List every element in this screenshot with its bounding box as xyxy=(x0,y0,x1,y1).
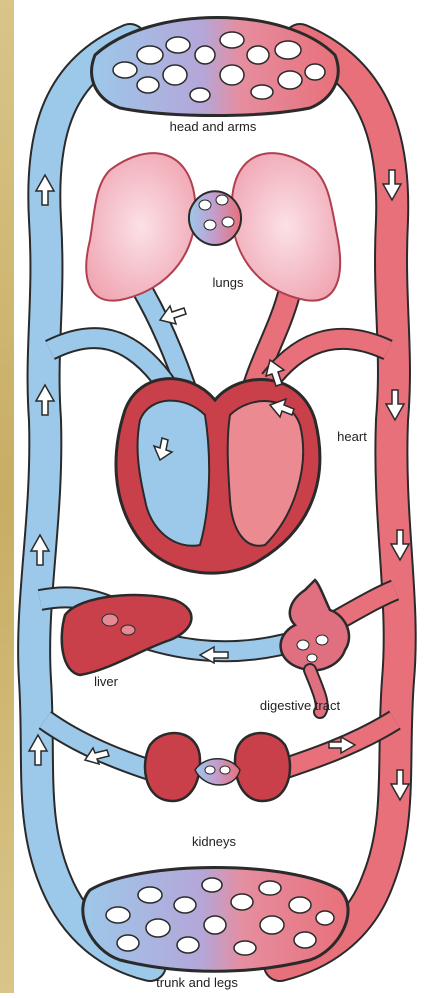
right-kidney xyxy=(235,733,290,801)
heart: heart xyxy=(116,379,367,574)
left-lung xyxy=(86,153,195,301)
label-heart: heart xyxy=(337,429,367,444)
accent-side-bar xyxy=(0,0,14,993)
label-kidneys: kidneys xyxy=(192,834,237,849)
label-head-and-arms: head and arms xyxy=(170,119,257,134)
label-lungs: lungs xyxy=(212,275,244,290)
right-lung xyxy=(232,153,341,301)
left-kidney xyxy=(145,733,200,801)
kidney-capillary-bed xyxy=(195,759,240,785)
head-arms-capillary-bed: head and arms xyxy=(92,18,339,135)
lung-capillary-bed xyxy=(189,191,241,245)
label-trunk-and-legs: trunk and legs xyxy=(156,975,238,990)
lungs: lungs xyxy=(86,153,340,301)
kidneys: kidneys xyxy=(145,733,290,849)
label-digestive-tract: digestive tract xyxy=(260,698,341,713)
label-liver: liver xyxy=(94,674,119,689)
